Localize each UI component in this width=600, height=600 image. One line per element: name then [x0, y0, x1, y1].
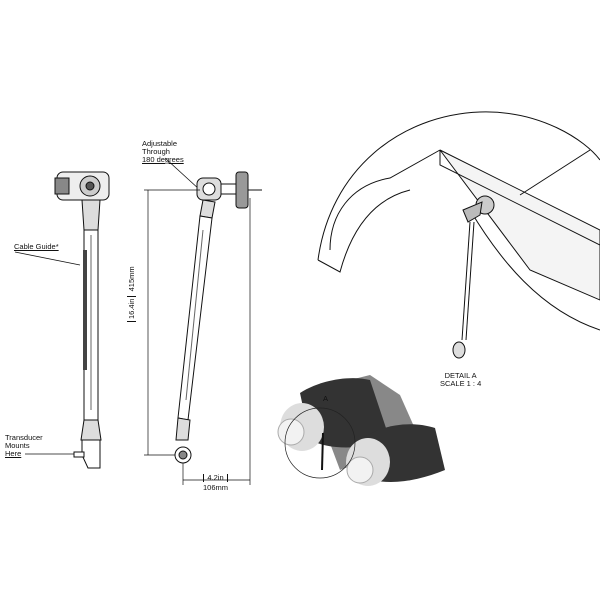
callout-line: Adjustable	[142, 139, 178, 148]
height-mm: 415mm	[127, 266, 136, 292]
width-inches: 4.2in	[203, 474, 229, 482]
detail-marker: A	[323, 394, 329, 403]
pontoon-boat-render	[277, 375, 445, 486]
callout-line: Mounts	[5, 441, 30, 450]
adjustable-callout: Adjustable Through 180 degrees	[142, 140, 184, 164]
callout-line: Transducer	[5, 433, 43, 442]
callout-line: Through	[142, 147, 170, 156]
width-dimension: 4.2in 106mm	[203, 474, 229, 492]
detail-title: DETAIL A	[444, 371, 477, 380]
arm-front-view	[174, 171, 262, 464]
height-dimension: 16.4in 415mm	[127, 266, 136, 322]
detail-scale: SCALE 1 : 4	[440, 379, 482, 388]
width-mm: 106mm	[203, 483, 229, 492]
arm-side-view	[54, 171, 110, 469]
cable-guide-callout: Cable Guide*	[14, 242, 59, 251]
height-inches: 16.4in	[127, 295, 136, 322]
dimension-lines	[144, 189, 251, 485]
callout-line: 180 degrees	[142, 155, 184, 164]
boat-hull-detail	[317, 111, 600, 359]
leader-lines	[14, 157, 201, 455]
detail-caption: DETAIL A SCALE 1 : 4	[440, 372, 481, 388]
transducer-callout: Transducer Mounts Here	[5, 434, 43, 458]
callout-line: Here	[5, 449, 22, 458]
